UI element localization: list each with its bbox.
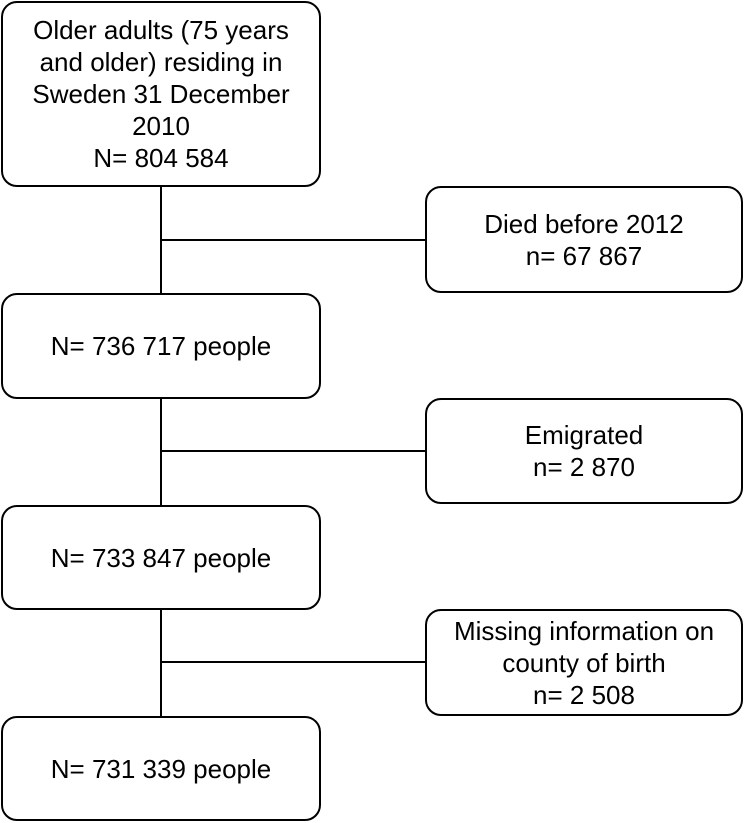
box-missing-line-1: Missing information on (453, 615, 715, 646)
box-after-emigration: N= 733 847 people (1, 505, 321, 610)
box-emigrated-line-2: n= 2 870 (533, 452, 635, 482)
box-died-line-2: n= 67 867 (525, 240, 643, 271)
box-died-line-1: Died before 2012 (484, 208, 684, 239)
box-after-deaths-line-1: N= 736 717 people (50, 331, 272, 361)
box-initial-line-5: N= 804 584 (93, 143, 229, 173)
box-initial-line-2: and older) residing in (39, 47, 283, 77)
box-after-emigration-line-1: N= 733 847 people (50, 542, 272, 573)
box-excluded-missing-info: Missing information on county of birth n… (425, 609, 743, 716)
box-initial-line-4: 2010 (132, 111, 190, 141)
box-missing-line-3: n= 2 508 (533, 679, 635, 710)
box-excluded-died: Died before 2012 n= 67 867 (425, 186, 743, 293)
box-emigrated-line-1: Emigrated (524, 420, 644, 450)
box-initial-line-1: Older adults (75 years (33, 15, 289, 45)
box-final-line-1: N= 731 339 people (50, 753, 272, 784)
box-after-deaths: N= 736 717 people (1, 293, 321, 399)
box-initial-line-3: Sweden 31 December (32, 79, 290, 109)
box-excluded-emigrated: Emigrated n= 2 870 (425, 398, 743, 504)
box-initial-population: Older adults (75 years and older) residi… (1, 1, 321, 187)
box-missing-line-2: county of birth (502, 647, 666, 678)
box-final-population: N= 731 339 people (1, 716, 321, 821)
